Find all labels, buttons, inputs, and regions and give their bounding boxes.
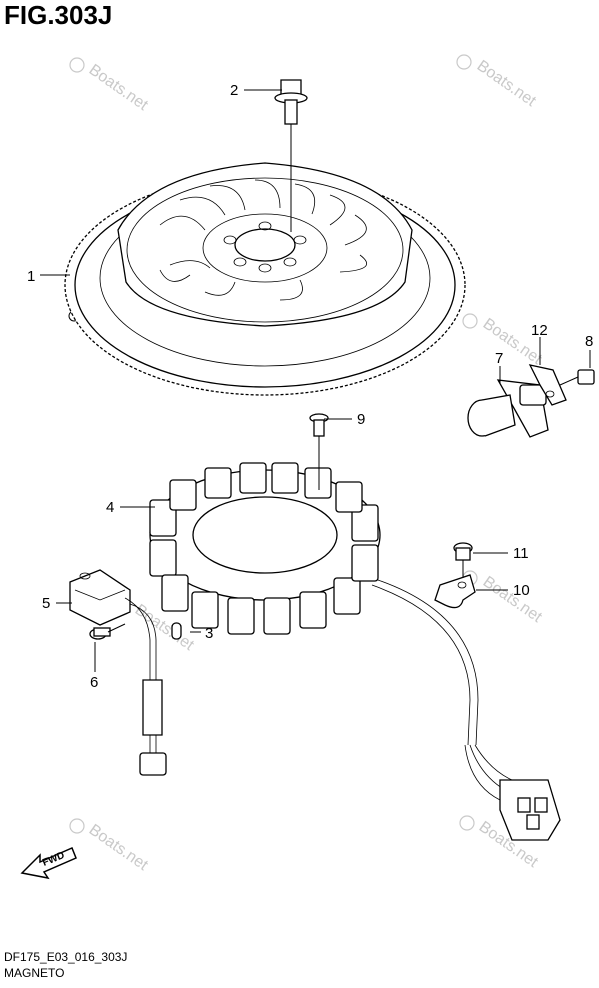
watermark: Boats.net — [456, 54, 540, 110]
flywheel-bolt — [274, 79, 308, 232]
flywheel-holes — [223, 221, 307, 273]
callout-12: 12 — [531, 322, 548, 339]
clamp-bolt — [453, 542, 473, 578]
watermark: Boats.net — [69, 57, 152, 114]
callout-3: 3 — [205, 625, 213, 642]
stator-screw — [309, 413, 329, 490]
stator-coils — [149, 462, 379, 635]
svg-text:Boats.net: Boats.net — [474, 57, 540, 110]
callout-9: 9 — [357, 411, 365, 428]
harness-connector — [499, 779, 561, 841]
svg-text:Boats.net: Boats.net — [86, 821, 152, 874]
callout-7: 7 — [495, 350, 503, 367]
stator-harness — [371, 579, 561, 841]
pulser-screw — [89, 623, 126, 640]
pulser-coil — [69, 569, 167, 776]
sensor-bracket — [528, 364, 567, 406]
stator — [149, 462, 381, 635]
dowel-pin — [171, 622, 182, 640]
callout-1: 1 — [27, 268, 35, 285]
harness-clamp — [434, 574, 476, 609]
callout-6: 6 — [90, 674, 98, 691]
callout-8: 8 — [585, 333, 593, 350]
leader-lines — [40, 89, 591, 672]
flywheel-fins — [159, 179, 367, 301]
figure-name: MAGNETO — [4, 966, 65, 980]
callout-2: 2 — [230, 82, 238, 99]
flywheel-rotor — [64, 162, 466, 396]
crank-position-sensor — [467, 379, 549, 438]
callouts: 2 1 12 8 7 9 4 11 10 5 3 6 — [27, 82, 593, 691]
watermark: Boats.net — [69, 818, 152, 874]
svg-text:Boats.net: Boats.net — [86, 61, 152, 114]
callout-10: 10 — [513, 582, 530, 599]
figure-code: DF175_E03_016_303J — [4, 950, 128, 964]
callout-11: 11 — [513, 545, 529, 562]
fwd-arrow-icon: FWD — [20, 847, 77, 880]
callout-5: 5 — [42, 595, 50, 612]
watermark: Boats.net — [462, 570, 545, 626]
sensor-bolt — [559, 369, 595, 386]
figure-title: FIG.303J — [4, 0, 113, 30]
callout-4: 4 — [106, 499, 114, 516]
